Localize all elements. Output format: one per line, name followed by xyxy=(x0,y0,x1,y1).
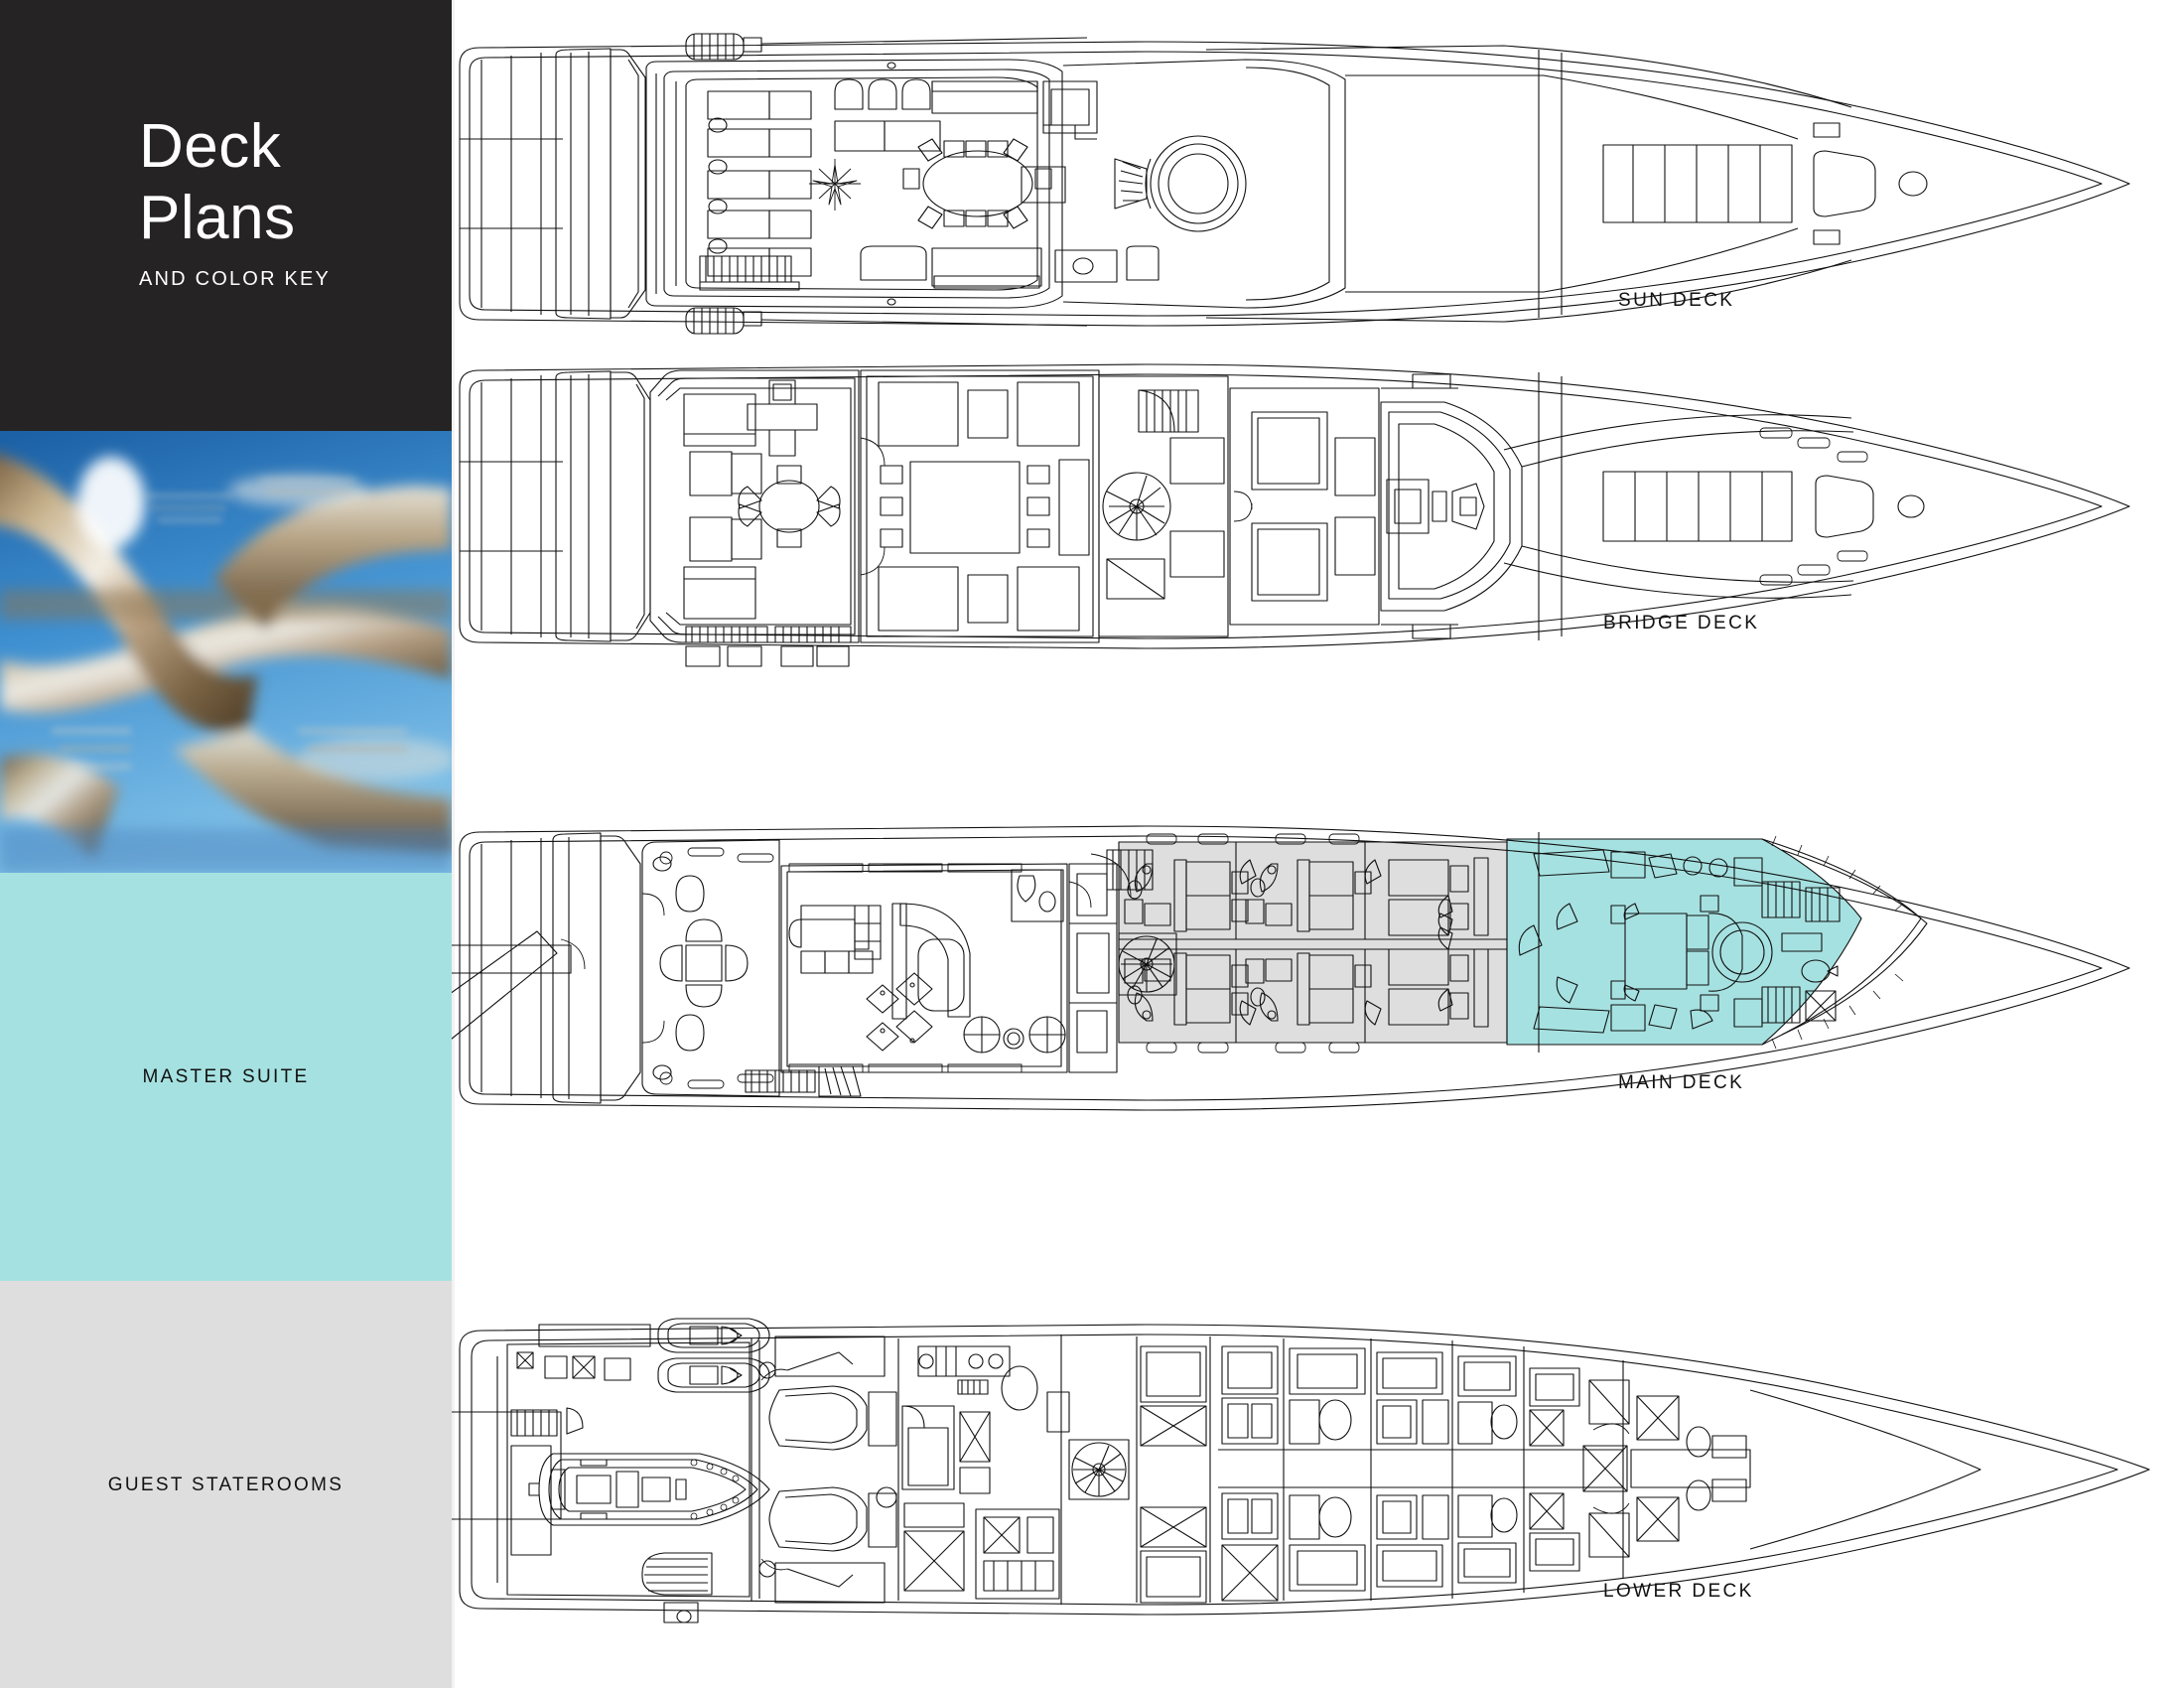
bridge-deck-drawing xyxy=(459,363,2130,667)
deck-caption-lower-deck: LOWER DECK xyxy=(1603,1581,1754,1602)
color-key-guest-staterooms: GUEST STATEROOMS xyxy=(0,1281,452,1688)
guest-staterooms-fill xyxy=(1119,842,1507,1043)
title-subtitle: AND COLOR KEY xyxy=(139,268,332,290)
title-panel: Deck Plans AND COLOR KEY xyxy=(0,0,452,431)
sidebar-divider xyxy=(452,0,455,1688)
deck-bridge-deck: BRIDGE DECK xyxy=(452,343,2184,670)
sidebar: Deck Plans AND COLOR KEY xyxy=(0,0,452,1688)
deck-caption-sun-deck: SUN DECK xyxy=(1618,290,1735,311)
color-key-guest-staterooms-label: GUEST STATEROOMS xyxy=(107,1475,344,1495)
main-deck-color-regions xyxy=(1119,839,1861,1045)
master-suite-fill xyxy=(1507,839,1861,1045)
hero-photo xyxy=(0,431,452,873)
deck-caption-bridge-deck: BRIDGE DECK xyxy=(1603,613,1760,633)
hero-photo-image xyxy=(0,431,452,873)
sun-deck-drawing xyxy=(459,33,2130,335)
deck-sun-deck: SUN DECK xyxy=(452,20,2184,348)
title-line-2: Plans xyxy=(139,184,296,252)
color-key-master-suite: MASTER SUITE xyxy=(0,873,452,1281)
deck-plans-container: SUN DECK xyxy=(452,0,2184,1688)
title-line-1: Deck xyxy=(139,112,282,181)
lower-deck-drawing xyxy=(452,1318,2150,1623)
deck-caption-main-deck: MAIN DECK xyxy=(1618,1072,1745,1093)
title-block: Deck Plans AND COLOR KEY xyxy=(139,111,437,291)
main-deck-drawing xyxy=(452,825,2130,1111)
color-key-master-suite-label: MASTER SUITE xyxy=(142,1066,310,1087)
deck-main-deck: MAIN DECK xyxy=(452,755,2184,1152)
deck-lower-deck: LOWER DECK xyxy=(452,1261,2184,1658)
